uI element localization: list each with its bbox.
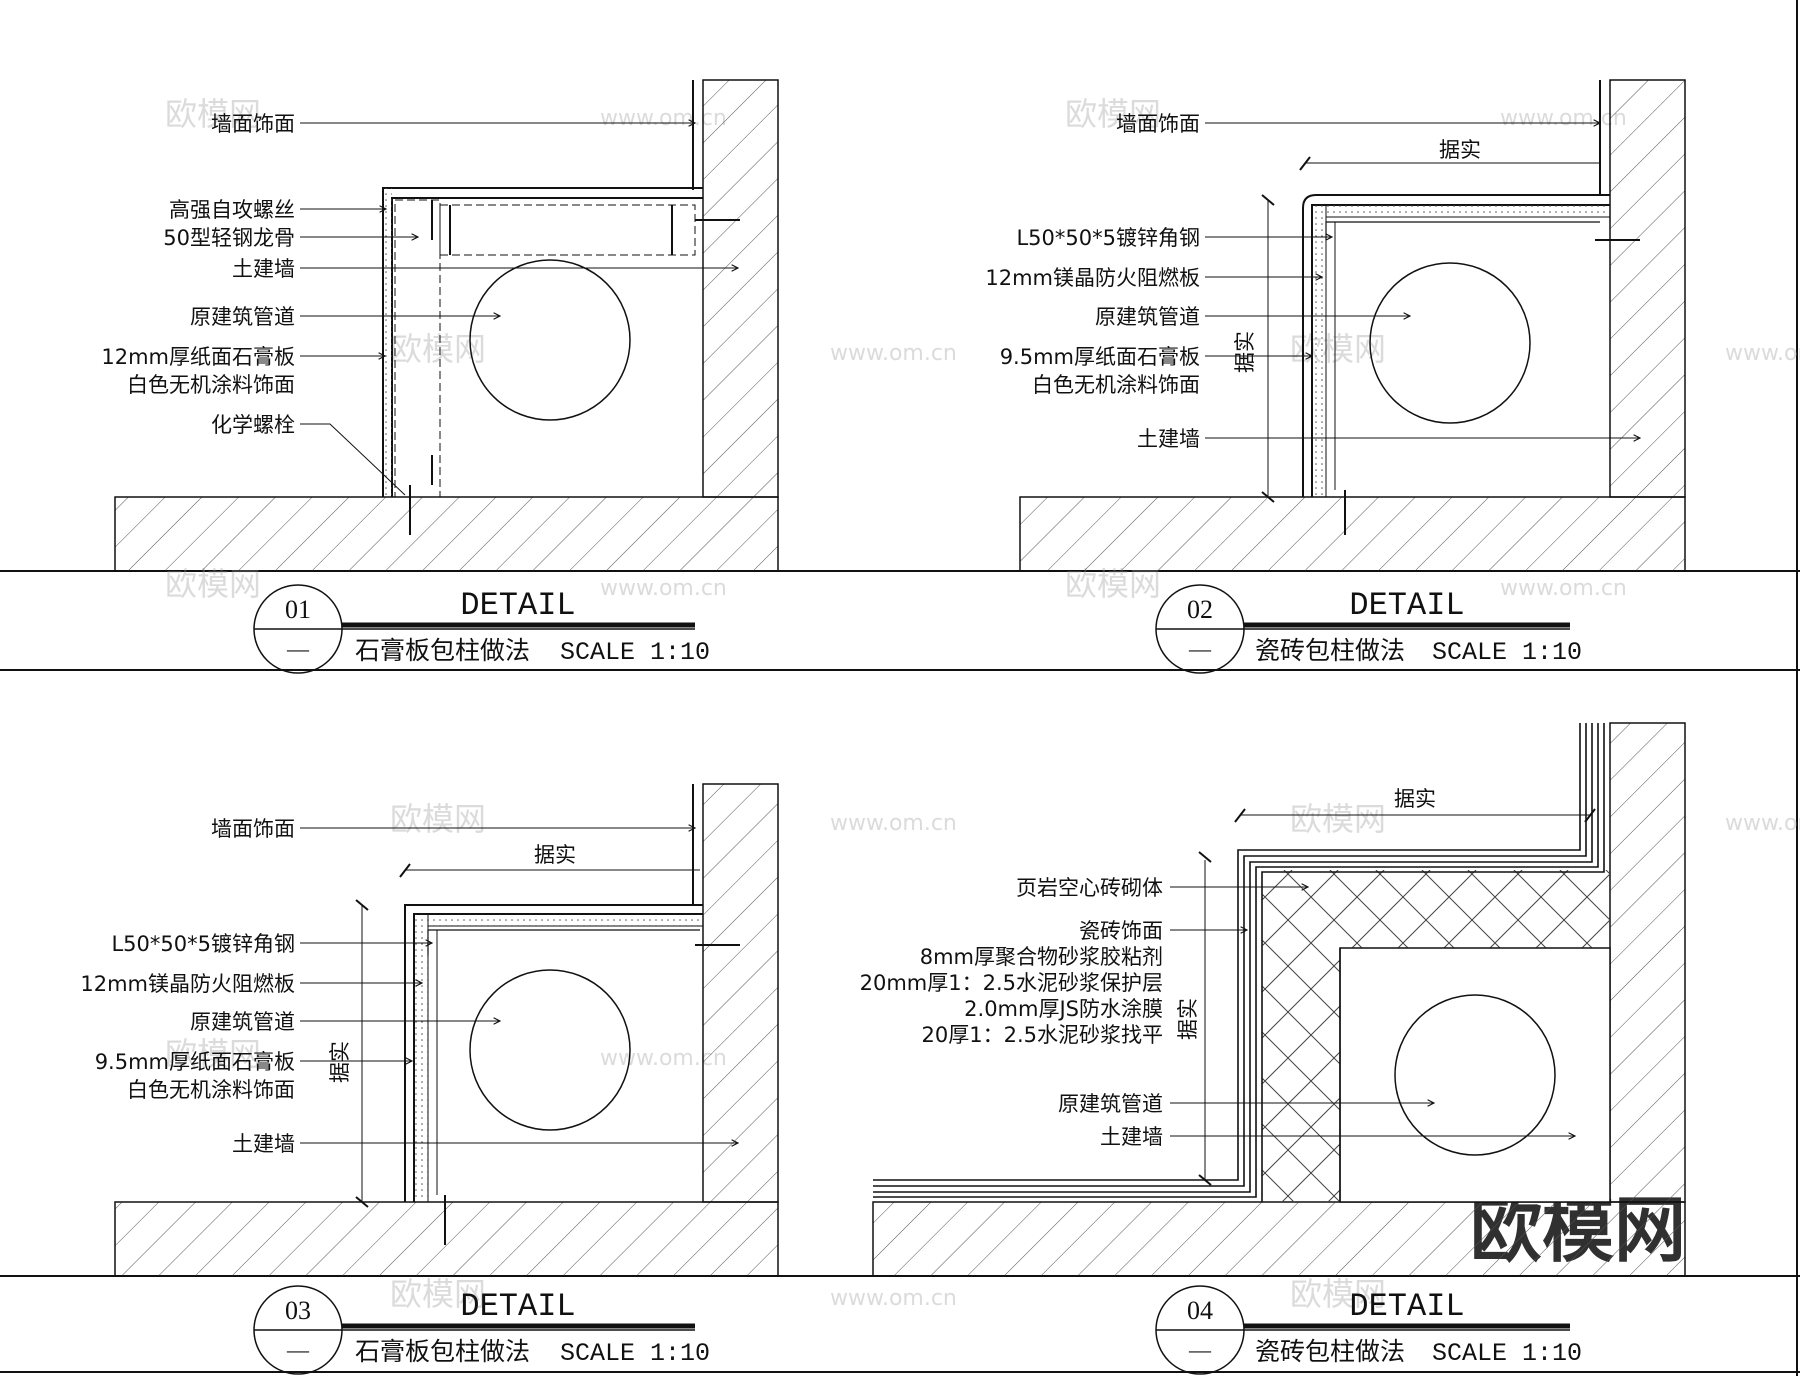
label: 12mm厚纸面石膏板 [101,345,295,369]
detail-scale: SCALE 1:10 [1432,1339,1582,1368]
detail-title: DETAIL [460,587,575,624]
dim-label: 据实 [328,1041,352,1083]
gypsum-board [383,188,392,497]
label: 土建墙 [232,257,295,281]
label: 页岩空心砖砌体 [1016,876,1163,900]
fire-board [427,913,704,927]
structural-wall [1609,722,1686,1203]
detail-sub: — [286,1337,310,1362]
label: 原建筑管道 [1058,1092,1163,1116]
detail-scale: SCALE 1:10 [560,638,710,667]
svg-text:www.om.cn: www.om.cn [830,341,957,366]
svg-text:www.om.cn: www.om.cn [1725,811,1800,836]
svg-text:欧模网: 欧模网 [1065,95,1161,133]
structural-wall [702,783,779,1203]
dim-label: 据实 [1176,998,1200,1040]
pipe-circle [469,969,631,1131]
label: 土建墙 [1137,427,1200,451]
label: 20mm厚1：2.5水泥砂浆保护层 [860,971,1163,995]
pipe-circle [1394,994,1556,1156]
detail-number: 04 [1187,1296,1213,1325]
svg-text:www.om.cn: www.om.cn [1500,576,1627,601]
structural-wall [702,79,779,498]
label: 50型轻钢龙骨 [163,226,295,250]
label: 原建筑管道 [190,1010,295,1034]
detail-number: 01 [285,595,311,624]
label: 白色无机涂料饰面 [127,373,295,397]
floor-slab [114,496,779,572]
detail-sub: — [1188,636,1212,661]
steel-stud [394,199,441,498]
detail-04: 据实 据实 页岩空心砖砌体 瓷砖饰面 8mm厚聚合物砂浆胶粘剂 20mm厚1：2… [860,722,1686,1375]
svg-text:欧模网: 欧模网 [1290,1275,1386,1313]
svg-text:欧模网: 欧模网 [165,95,261,133]
fire-board [1325,204,1611,218]
fire-board [413,913,429,1203]
label: 8mm厚聚合物砂浆胶粘剂 [920,945,1163,969]
label: 12mm镁晶防火阻燃板 [80,972,295,996]
svg-text:www.om.cn: www.om.cn [830,1286,957,1311]
dim-label: 据实 [1394,787,1436,811]
dim-label: 据实 [1233,331,1257,373]
svg-text:欧模网: 欧模网 [390,1275,486,1313]
detail-03: 据实 据实 墙面饰面 L50*50*5镀锌角钢 12mm镁晶防火阻燃板 原建筑管… [80,783,779,1375]
fire-board [1311,204,1327,498]
tile-layers [873,723,1605,1202]
label: 土建墙 [1100,1125,1163,1149]
detail-title: DETAIL [1349,1288,1464,1325]
floor-slab [872,1201,1686,1277]
svg-text:欧模网: 欧模网 [165,1035,261,1073]
label: 原建筑管道 [1095,305,1200,329]
detail-sub: — [286,636,310,661]
label: 墙面饰面 [211,817,295,841]
floor-slab [1019,496,1686,572]
label: 墙面饰面 [1116,112,1200,136]
label: 20厚1：2.5水泥砂浆找平 [922,1023,1163,1047]
label: 12mm镁晶防火阻燃板 [985,266,1200,290]
label: 土建墙 [232,1132,295,1156]
label: 9.5mm厚纸面石膏板 [1000,345,1200,369]
svg-text:欧模网: 欧模网 [1290,800,1386,838]
label: L50*50*5镀锌角钢 [1016,226,1200,250]
steel-stud [439,204,696,256]
svg-text:www.om.cn: www.om.cn [1500,106,1627,131]
label: L50*50*5镀锌角钢 [111,932,295,956]
detail-02: 据实 据实 墙面饰面 L50*50*5镀锌角钢 12mm镁晶防火阻燃板 原建筑管… [985,79,1686,674]
label: 白色无机涂料饰面 [127,1078,295,1102]
label: 原建筑管道 [190,305,295,329]
svg-text:欧模网: 欧模网 [390,330,486,368]
detail-number: 02 [1187,595,1213,624]
pipe-circle [469,259,631,421]
label: 化学螺栓 [211,413,295,437]
svg-text:欧模网: 欧模网 [390,800,486,838]
label: 高强自攻螺丝 [169,198,295,222]
label: 2.0mm厚JS防水涂膜 [964,997,1163,1021]
detail-scale: SCALE 1:10 [560,1339,710,1368]
detail-title: DETAIL [1349,587,1464,624]
label: 瓷砖饰面 [1079,919,1163,943]
floor-slab [114,1201,779,1277]
detail-sub: — [1188,1337,1212,1362]
dim-label: 据实 [534,843,576,867]
detail-subtitle: 瓷砖包柱做法 [1255,637,1405,665]
pipe-circle [1369,262,1531,424]
svg-text:www.om.cn: www.om.cn [1725,341,1800,366]
detail-title: DETAIL [460,1288,575,1325]
detail-number: 03 [285,1296,311,1325]
label: 白色无机涂料饰面 [1032,373,1200,397]
detail-subtitle: 瓷砖包柱做法 [1255,1338,1405,1366]
detail-scale: SCALE 1:10 [1432,638,1582,667]
detail-01: 墙面饰面 高强自攻螺丝 50型轻钢龙骨 土建墙 原建筑管道 12mm厚纸面石膏板… [101,79,779,674]
svg-text:www.om.cn: www.om.cn [830,811,957,836]
detail-subtitle: 石膏板包柱做法 [355,637,530,665]
label: 9.5mm厚纸面石膏板 [95,1050,295,1074]
svg-text:www.om.cn: www.om.cn [600,576,727,601]
label: 墙面饰面 [211,112,295,136]
structural-wall [1609,79,1686,498]
dim-label: 据实 [1439,138,1481,162]
detail-subtitle: 石膏板包柱做法 [355,1338,530,1366]
